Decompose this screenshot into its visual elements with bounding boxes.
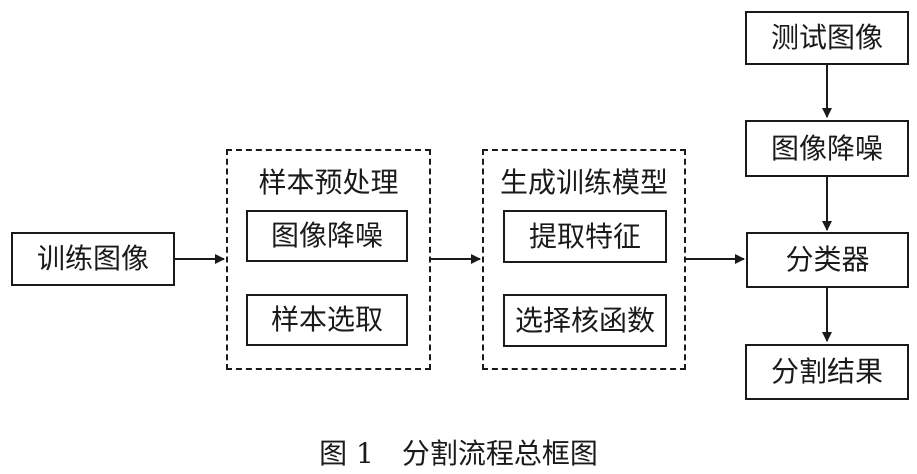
select-kernel-label: 选择核函数 — [514, 303, 655, 337]
sample-select-label: 样本选取 — [270, 303, 383, 336]
train-image-label: 训练图像 — [36, 242, 149, 275]
gen-model-group: 生成训练模型 — [482, 149, 686, 370]
preprocess-denoise-box: 图像降噪 — [246, 210, 408, 262]
result-box: 分割结果 — [745, 344, 909, 400]
test-image-label: 测试图像 — [770, 21, 883, 54]
sample-preprocess-group: 样本预处理 — [226, 149, 431, 370]
gen-model-title: 生成训练模型 — [499, 166, 668, 199]
extract-feature-label: 提取特征 — [528, 219, 641, 253]
figure-caption: 图 1 分割流程总框图 — [319, 437, 598, 470]
preprocess-denoise-label: 图像降噪 — [270, 219, 383, 252]
test-denoise-box: 图像降噪 — [745, 120, 909, 177]
classifier-box: 分类器 — [746, 232, 909, 288]
extract-feature-box: 提取特征 — [503, 210, 667, 263]
classifier-label: 分类器 — [785, 243, 870, 276]
sample-preprocess-title: 样本预处理 — [258, 166, 399, 199]
train-image-box: 训练图像 — [11, 232, 175, 286]
test-image-box: 测试图像 — [745, 11, 909, 65]
select-kernel-box: 选择核函数 — [503, 294, 667, 347]
sample-select-box: 样本选取 — [246, 294, 408, 346]
test-denoise-label: 图像降噪 — [770, 131, 883, 165]
result-label: 分割结果 — [770, 355, 883, 388]
